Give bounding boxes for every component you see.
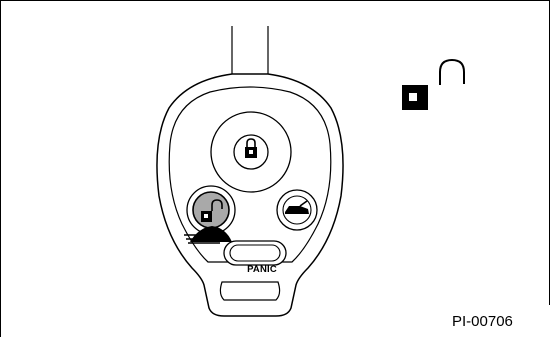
lock-button <box>210 111 292 193</box>
press-indicator <box>184 226 232 244</box>
padlock-open-icon <box>201 199 223 222</box>
panic-label: PANIC <box>247 264 277 275</box>
trunk-button <box>276 189 318 231</box>
fob-bottom-loop <box>219 281 281 301</box>
padlock-closed-icon <box>245 138 257 158</box>
figure-id-label: PI-00706 <box>452 313 513 330</box>
panic-button <box>223 240 287 266</box>
fob-outer-housing <box>156 73 344 317</box>
fob-inner-housing <box>168 86 332 263</box>
key-blade <box>231 26 269 74</box>
unlock-button <box>186 185 236 235</box>
padlock-open-icon <box>402 58 465 110</box>
frame-top-border <box>0 0 550 1</box>
frame-left-border <box>0 0 1 337</box>
car-trunk-icon <box>285 200 309 214</box>
